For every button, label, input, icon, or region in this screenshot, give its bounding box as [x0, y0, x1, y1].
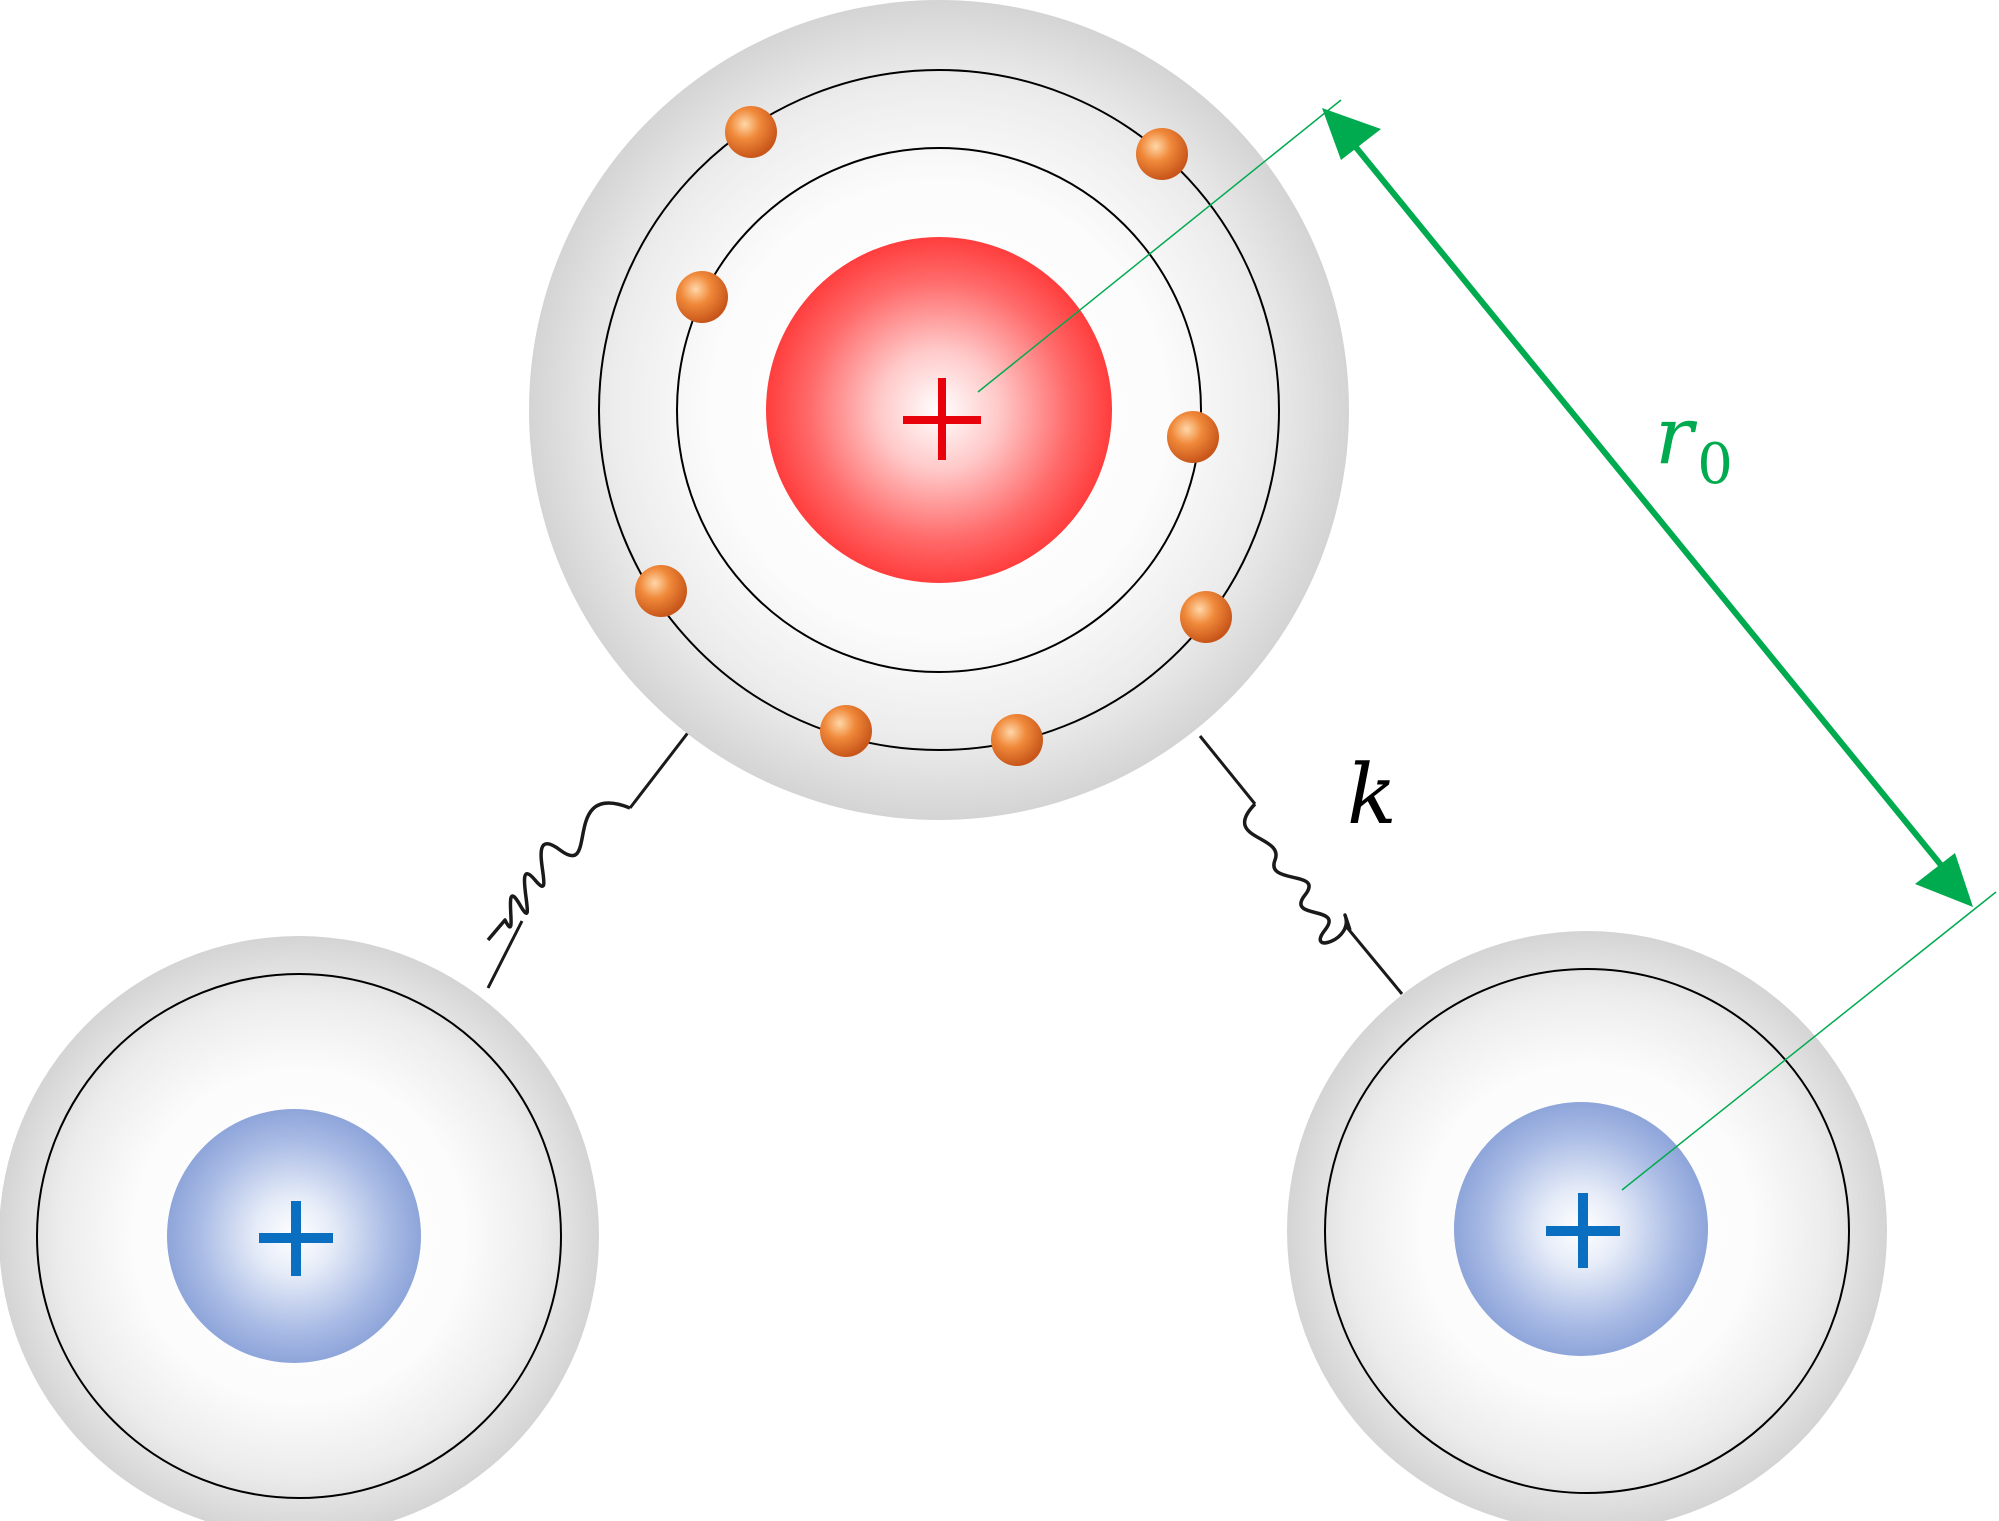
r0-label-main: r — [1655, 389, 1698, 482]
central-inner-shell — [676, 147, 1202, 673]
central-plus-sign — [903, 378, 981, 460]
electron — [725, 106, 777, 158]
electron — [991, 714, 1043, 766]
electron — [1167, 411, 1219, 463]
left-spring-coil — [486, 801, 631, 942]
r0-arrow-shaft — [1347, 138, 1948, 872]
left-bond — [486, 729, 692, 989]
right-shell — [1324, 968, 1850, 1494]
r0-extension-line-top — [977, 99, 1342, 393]
spring-constant-label: k — [1347, 748, 1397, 843]
electron — [676, 271, 728, 323]
r0-label: r0 — [1655, 389, 1733, 497]
left-bond-lower-segment — [486, 920, 524, 989]
distance-indicator: r0 — [977, 99, 1997, 1191]
right-bond-upper-segment — [1198, 735, 1257, 805]
electron — [1180, 591, 1232, 643]
central-outer-shell — [598, 69, 1280, 751]
r0-extension-line-bottom — [1621, 891, 1997, 1191]
right-plus-sign — [1546, 1193, 1620, 1268]
r0-arrowhead-bottom — [1915, 853, 1973, 907]
right-spring-coil — [1243, 802, 1352, 945]
left-shell — [36, 973, 562, 1499]
right-bond-lower-segment — [1343, 924, 1404, 995]
electron — [1136, 128, 1188, 180]
right-bond — [1198, 735, 1404, 995]
electron — [635, 565, 687, 617]
central-atom — [529, 0, 1349, 820]
electron — [820, 705, 872, 757]
left-bond-upper-segment — [628, 729, 692, 809]
left-atom — [0, 936, 599, 1521]
left-plus-sign — [259, 1201, 333, 1276]
r0-arrowhead-top — [1322, 108, 1381, 160]
r0-label-subscript: 0 — [1697, 432, 1733, 497]
electrons — [635, 106, 1232, 766]
right-atom — [1287, 931, 1887, 1521]
